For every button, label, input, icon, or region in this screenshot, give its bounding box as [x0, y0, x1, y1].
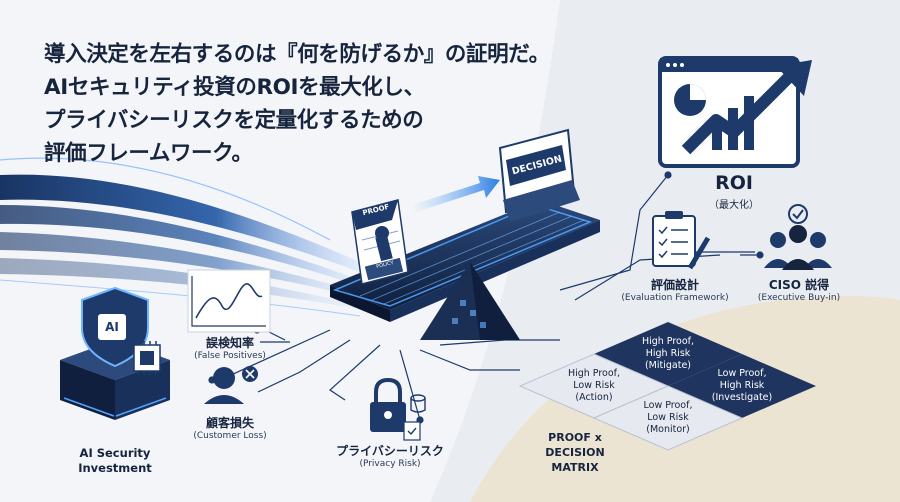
progress-arrow-icon — [412, 176, 500, 212]
matrix-cell-investigate: Low Proof, High Risk (Investigate) — [711, 368, 773, 403]
roi-subtitle: （最大化） — [709, 200, 759, 211]
ciso-group-icon — [764, 204, 832, 270]
proof-document-icon — [351, 199, 409, 285]
matrix-cell-action: High Proof, Low Risk (Action) — [567, 368, 621, 403]
ai-chip-label: AI — [105, 320, 119, 334]
privacy-lock-icon — [370, 377, 426, 441]
false-positives-chart-icon — [187, 269, 271, 333]
headline-line-2: AIセキュリティ投資のROIを最大化し、 — [44, 75, 425, 100]
ciso-label: CISO 説得 (Executive Buy-in) — [757, 278, 841, 303]
roi-title: ROI — [715, 172, 753, 194]
ai-security-investment-label: AI Security Investment — [78, 446, 152, 475]
ai-security-server-icon — [60, 286, 170, 420]
headline-line-3: プライバシーリスクを定量化するための — [44, 108, 424, 133]
matrix-title: PROOF x DECISION MATRIX — [545, 431, 605, 474]
customer-loss-label: 顧客損失 (Customer Loss) — [193, 416, 267, 441]
decision-sign-icon — [498, 128, 580, 222]
decision-platform — [330, 200, 600, 340]
false-positives-label: 誤検知率 (False Positives) — [194, 336, 266, 361]
evaluation-framework-label: 評価設計 (Evaluation Framework) — [621, 278, 729, 303]
evaluation-clipboard-icon — [652, 211, 711, 270]
data-wave — [0, 157, 361, 317]
decision-matrix — [518, 322, 816, 451]
headline: 導入決定を左右するのは『何を防げるか』の証明だ。 AIセキュリティ投資のROIを… — [44, 38, 564, 170]
matrix-cell-mitigate: High Proof, High Risk (Mitigate) — [641, 336, 695, 371]
privacy-risk-label: プライバシーリスク (Privacy Risk) — [336, 444, 444, 469]
headline-line-1: 導入決定を左右するのは『何を防げるか』の証明だ。 — [44, 42, 550, 67]
headline-line-4: 評価フレームワーク。 — [44, 141, 253, 166]
customer-loss-person-icon — [204, 366, 258, 404]
matrix-cell-monitor: Low Proof, Low Risk (Monitor) — [643, 400, 693, 435]
roi-chart-icon — [658, 56, 812, 168]
